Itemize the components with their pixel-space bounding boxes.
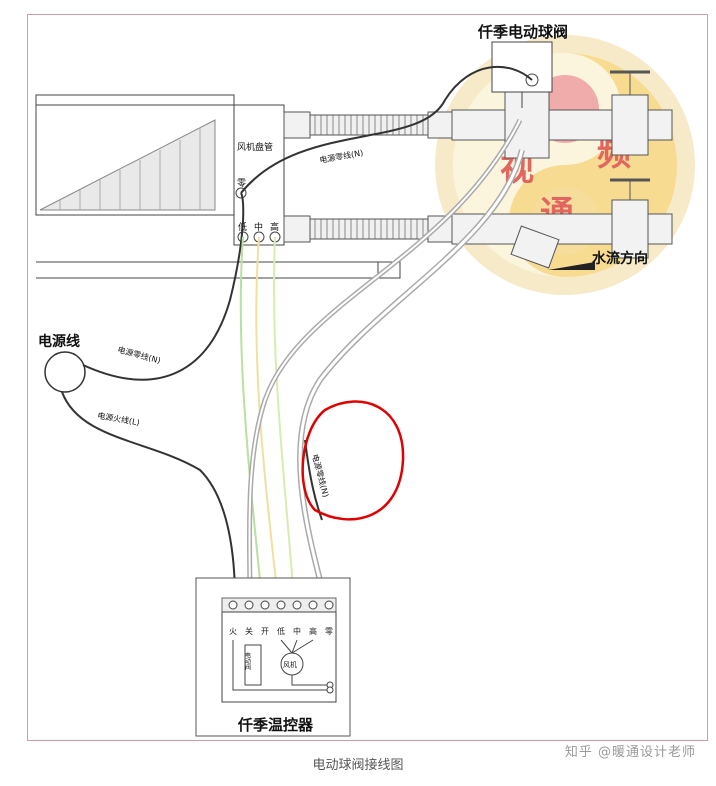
- wire-high: [273, 236, 295, 601]
- terminal-screw-7: [324, 600, 334, 610]
- fan-coil-fin-lines: [59, 128, 201, 210]
- valve-cable-inner: [298, 149, 524, 601]
- upper-hose-fitting-left: [283, 111, 311, 139]
- wire-neutral-3: [304, 439, 323, 521]
- controller-schematic: [221, 611, 337, 703]
- red-annotation-circle: [301, 400, 405, 521]
- motor-label: 风机: [283, 660, 297, 669]
- wires: [61, 66, 533, 601]
- valve-cable-outer: [297, 149, 525, 601]
- label-speed-high: 高: [270, 221, 279, 233]
- gate-valve-upper: [611, 94, 649, 156]
- label-neutral-top: 零: [237, 178, 246, 189]
- wire-low: [239, 236, 263, 601]
- rail-fitting: [377, 261, 401, 279]
- valve-box-label: 电动阀: [244, 651, 251, 671]
- terminal-label-6: 高: [309, 626, 317, 636]
- terminal-label-2: 关: [245, 626, 253, 636]
- schematic-line-live: [232, 640, 330, 691]
- label-power-cord: 电源线: [38, 333, 80, 350]
- label-water-flow: 水流方向: [592, 250, 648, 267]
- ball-valve-body: [504, 91, 550, 159]
- terminal-label-5: 中: [293, 626, 301, 636]
- terminal-screw-4: [276, 600, 286, 610]
- label-neutral-wire-2: 电源零线(N): [116, 344, 161, 365]
- label-speed-low: 低: [238, 221, 247, 233]
- terminal-screw-2: [244, 600, 254, 610]
- schematic-node-2: [326, 686, 334, 694]
- water-flow-arrow: [548, 262, 595, 270]
- label-neutral-wire-1: 电源零线(N): [319, 147, 364, 165]
- terminal-label-7: 零: [325, 627, 333, 636]
- valve-cable-2-inner: [248, 119, 521, 601]
- gate-valve-lower: [611, 199, 649, 259]
- schematic-line-speed: [280, 639, 314, 654]
- lower-hose-fitting-left: [283, 215, 311, 243]
- lower-elbow: [510, 225, 560, 269]
- terminal-screw-3: [260, 600, 270, 610]
- terminal-screw-5: [292, 600, 302, 610]
- terminal-label-4: 低: [277, 626, 285, 636]
- label-speed-mid: 中: [254, 221, 263, 233]
- fan-coil-unit: [35, 94, 401, 279]
- terminal-screw-1: [228, 600, 238, 610]
- fan-coil-fins: [39, 119, 216, 211]
- diagram-title: 仟季电动球阀: [477, 23, 568, 41]
- lower-hose: [309, 218, 429, 240]
- wire-neutral-valve: [240, 66, 533, 194]
- figure-caption: 电动球阀接线图: [312, 758, 404, 773]
- wire-neutral-plug: [82, 192, 245, 381]
- watermark-logo: 视 频 通: [435, 35, 695, 295]
- terminal-label-1: 火: [229, 627, 237, 636]
- power-plug: [44, 351, 86, 393]
- terminal-label-3: 开: [261, 627, 269, 636]
- label-fan-coil: 风机盘管: [237, 141, 273, 153]
- label-live-wire: 电源火线(L): [97, 410, 141, 427]
- terminal-screw-6: [308, 600, 318, 610]
- valve-box: [244, 644, 262, 686]
- schematic-line-neutral: [291, 675, 330, 686]
- wire-live: [61, 391, 236, 601]
- thermostat-controller: 火 关 开 低 中 高 零 电动阀 风机: [195, 577, 351, 737]
- source-credit: 知乎 @暖通设计老师: [564, 745, 696, 760]
- label-controller: 仟季温控器: [237, 716, 314, 734]
